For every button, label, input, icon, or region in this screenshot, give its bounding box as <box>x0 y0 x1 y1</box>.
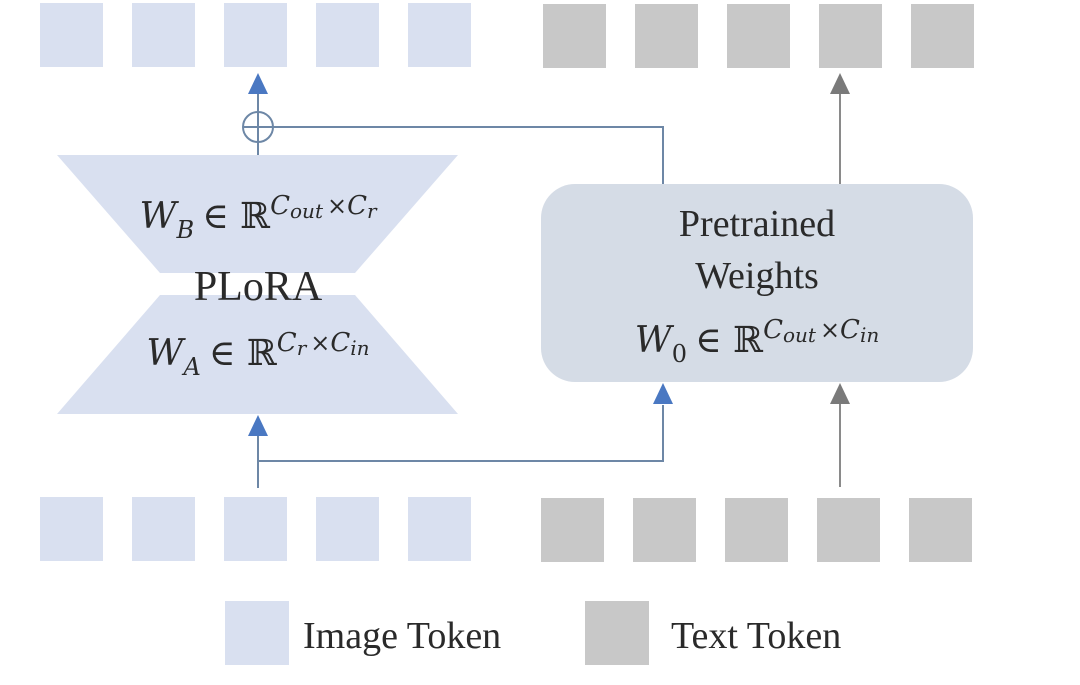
legend-text-token-label: Text Token <box>671 615 841 657</box>
text-token <box>635 4 698 68</box>
image-token <box>40 497 103 561</box>
plora-wa-trapezoid <box>57 295 458 414</box>
text-token <box>633 498 696 562</box>
text-token <box>911 4 974 68</box>
text-token <box>819 4 882 68</box>
arrow-up-icon <box>830 73 850 94</box>
image-token <box>40 3 103 67</box>
image-token <box>132 3 195 67</box>
text-token <box>725 498 788 562</box>
pretrained-w0-formula: W0∈ ℝCout×Cin <box>635 315 879 368</box>
bottom-image-tokens <box>40 497 471 561</box>
plora-wa-formula: WA∈ ℝCr×Cin <box>146 328 369 381</box>
top-text-tokens <box>543 4 974 68</box>
pretrained-weights-box <box>541 184 973 382</box>
plora-wb-formula: WB∈ ℝCout×Cr <box>139 191 378 244</box>
top-image-tokens <box>40 3 471 67</box>
plora-label: PLoRA <box>194 264 323 310</box>
image-token <box>132 497 195 561</box>
input-to-pretrained-line <box>258 405 664 462</box>
legend: Image Token Text Token <box>225 601 841 665</box>
image-token <box>224 3 287 67</box>
image-token <box>316 3 379 67</box>
arrow-up-icon <box>830 383 850 404</box>
pretrained-to-add-line <box>270 126 664 184</box>
text-token <box>541 498 604 562</box>
arrow-up-icon <box>248 415 268 436</box>
bottom-text-tokens <box>541 498 972 562</box>
text-token <box>909 498 972 562</box>
arrow-up-icon <box>653 383 673 404</box>
pretrained-title-line2: Weights <box>695 255 819 297</box>
image-token <box>408 497 471 561</box>
legend-image-token-swatch <box>225 601 289 665</box>
legend-image-token-label: Image Token <box>303 615 501 657</box>
image-token <box>408 3 471 67</box>
text-token <box>817 498 880 562</box>
pretrained-title-line1: Pretrained <box>679 203 835 245</box>
image-token <box>224 497 287 561</box>
text-token <box>727 4 790 68</box>
text-token <box>543 4 606 68</box>
image-token <box>316 497 379 561</box>
arrow-up-icon <box>248 73 268 94</box>
plora-wb-trapezoid <box>57 155 458 273</box>
legend-text-token-swatch <box>585 601 649 665</box>
